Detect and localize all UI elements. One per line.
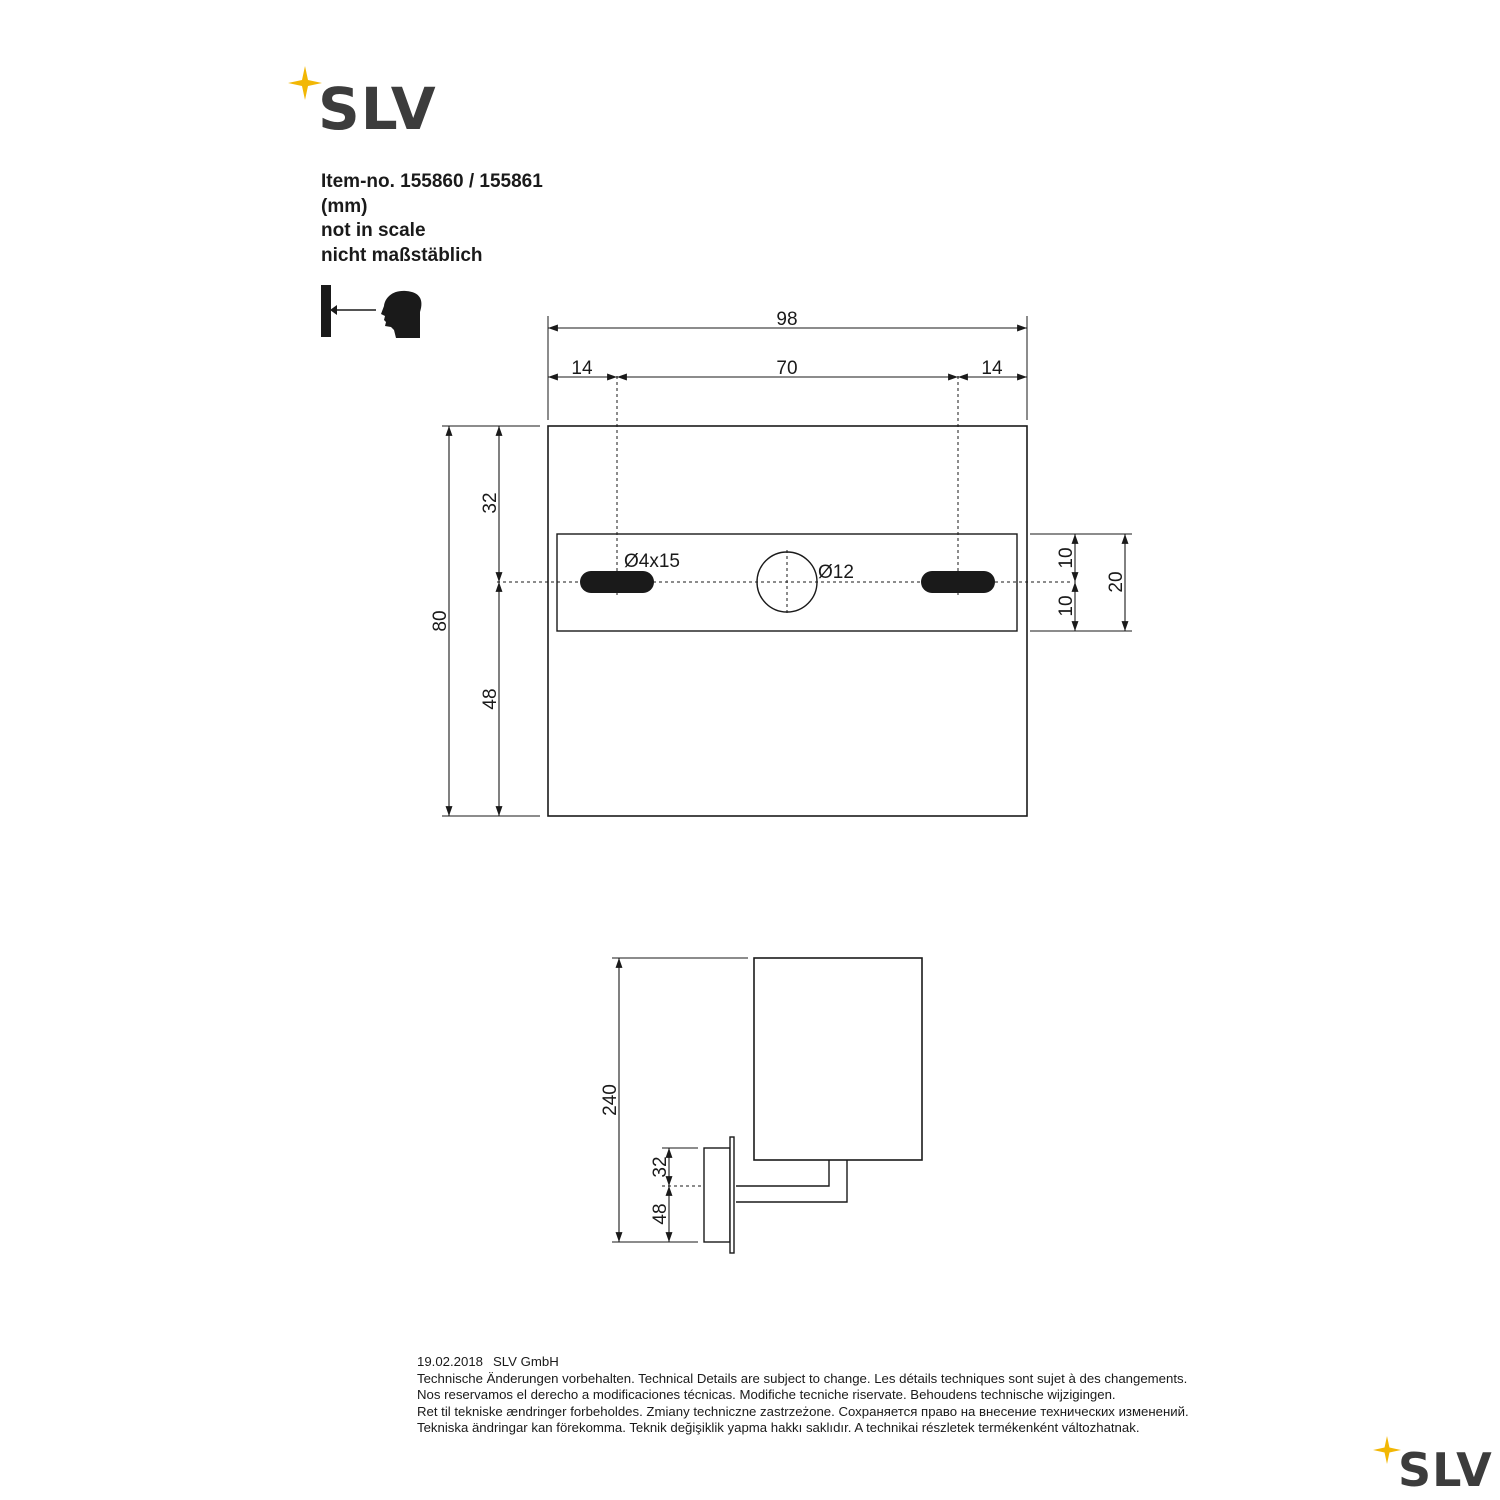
footer-meta: 19.02.2018 SLV GmbH: [417, 1354, 1189, 1371]
front-view: [442, 316, 1132, 817]
scale-note-de: nicht maßstäblich: [321, 244, 483, 266]
wall-base-outline: [703, 1147, 731, 1243]
dim-top-to-center: 32: [480, 492, 501, 513]
footer-disclaimer: 19.02.2018 SLV GmbH Technische Änderungen…: [417, 1354, 1189, 1437]
footer-date: 19.02.2018: [417, 1354, 484, 1369]
hole-diameter-label: Ø12: [818, 562, 854, 583]
dim-width-total: 98: [776, 309, 797, 330]
footer-company: SLV GmbH: [493, 1354, 559, 1369]
dim-center-to-bottom: 48: [480, 688, 501, 709]
slv-logo-top: SLV: [288, 66, 437, 138]
wall-view-direction-icon: [321, 285, 422, 338]
side-view: [612, 957, 923, 1254]
lamp-head-outline: [753, 957, 923, 1161]
footer-line: Ret til tekniske ændringer forbeholdes. …: [417, 1403, 1189, 1419]
dim-offset-left: 14: [571, 358, 593, 379]
dim-side-upper: 32: [650, 1156, 671, 1177]
footer-line: Tekniska ändringar kan förekomma. Teknik…: [417, 1420, 1140, 1436]
dim-side-height: 240: [600, 1084, 621, 1116]
dim-plate-half-bottom: 10: [1056, 595, 1077, 616]
dim-offset-right: 14: [981, 358, 1003, 379]
wall-plate: [729, 1136, 735, 1254]
logo-wordmark: SLV: [318, 75, 437, 143]
dim-height-total: 80: [430, 610, 451, 631]
slv-logo-bottom: SLV: [1373, 1436, 1493, 1493]
lamp-arm: [736, 1160, 848, 1203]
units-label: (mm): [321, 195, 368, 217]
front-housing-outline: [547, 425, 1028, 817]
sparkle-icon: [1373, 1436, 1401, 1464]
dim-side-lower: 48: [650, 1203, 671, 1224]
dim-plate-height: 20: [1106, 571, 1127, 592]
drawing-header: Item-no. 155860 / 155861 (mm) not in sca…: [321, 170, 543, 268]
scale-note-en: not in scale: [321, 220, 426, 241]
dim-hole-spacing: 70: [776, 358, 797, 379]
sparkle-icon: [288, 66, 322, 100]
item-number: Item-no. 155860 / 155861: [321, 171, 543, 192]
footer-line: Technische Änderungen vorbehalten. Techn…: [417, 1370, 1188, 1386]
dim-plate-half-top: 10: [1056, 547, 1077, 568]
slot-size-label: Ø4x15: [624, 551, 680, 572]
logo-wordmark: SLV: [1398, 1443, 1493, 1497]
footer-line: Nos reservamos el derecho a modificacion…: [417, 1387, 1116, 1403]
